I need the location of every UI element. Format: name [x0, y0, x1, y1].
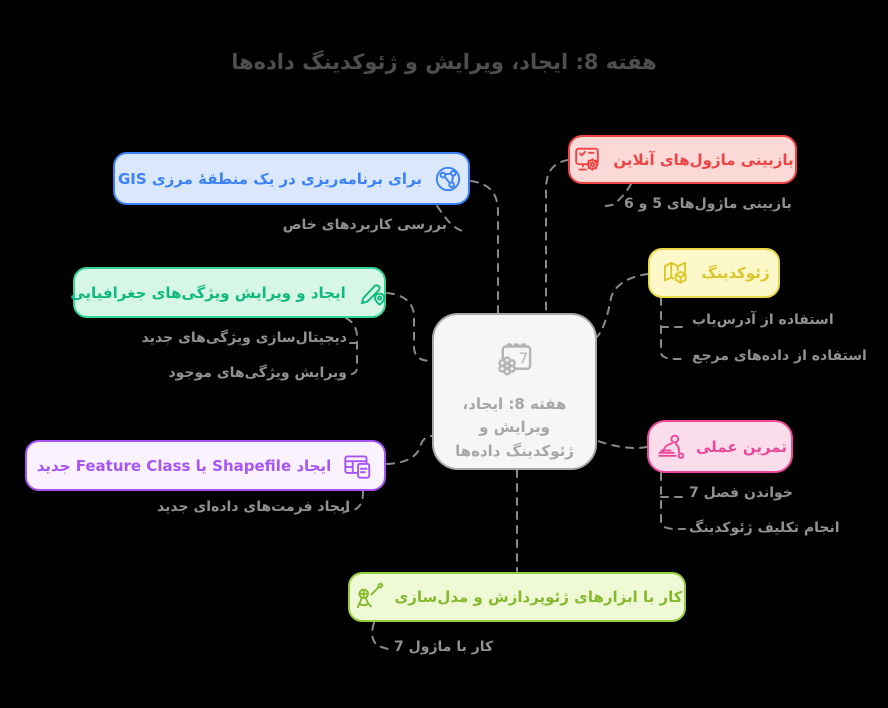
center-node: 7 هفته 8: ایجاد، ویرایش و ژئوکدینگ داده‌… [432, 313, 597, 470]
table-document-icon [340, 449, 374, 483]
child-label-special-applications: بررسی کاربردهای خاص [282, 217, 447, 233]
branch-node-review-online-modules: بازبینی ماژول‌های آنلاین [568, 135, 797, 184]
branch-label: کار با ابزارهای ژئوپردازش و مدل‌سازی [394, 588, 683, 606]
center-label: هفته 8: ایجاد، ویرایش و ژئوکدینگ داده‌ها [455, 395, 574, 460]
child-label-edit-existing-features: ویرایش ویژگی‌های موجود [168, 365, 347, 381]
branch-label: ایجاد Shapefile یا Feature Class جدید [36, 456, 332, 475]
branch-node-geocoding: ژئوکدینگ [648, 248, 780, 298]
branch-label: بازبینی ماژول‌های آنلاین [613, 150, 794, 169]
branch-label: ایجاد و ویرایش ویژگی‌های جغرافیایی [70, 283, 346, 302]
calendar-number: 7 [518, 349, 528, 367]
branch-node-geoprocessing-modeling-tools: کار با ابزارهای ژئوپردازش و مدل‌سازی [348, 572, 686, 622]
pencil-location-pin-icon [355, 276, 389, 310]
child-label-reference-data: استفاده از داده‌های مرجع [692, 348, 867, 364]
mindmap-title: هفته 8: ایجاد، ویرایش و ژئوکدینگ داده‌ها [231, 50, 657, 74]
branch-node-gis-border-region: برای برنامه‌ریزی در یک منطقهٔ مرزی GIS [113, 152, 470, 205]
child-label-review-modules-5-6: بازبینی ماژول‌های 5 و 6 [624, 196, 792, 212]
child-label-work-with-module-7: کار با ماژول 7 [394, 639, 494, 655]
monitor-checklist-gear-icon [571, 143, 604, 176]
branch-label: ژئوکدینگ [701, 264, 770, 282]
child-label-digitize-new-features: دیجیتال‌سازی ویژگی‌های جدید [141, 330, 347, 346]
map-cube-icon [658, 256, 692, 290]
calendar-gear-icon: 7 [488, 335, 542, 385]
drafting-compass-icon [352, 580, 386, 614]
globe-network-icon [431, 162, 465, 196]
child-label-new-data-formats: ایجاد فرمت‌های داده‌ای جدید [157, 499, 350, 515]
branch-label: تمرین عملی [696, 437, 787, 456]
branch-node-create-edit-geo-features: ایجاد و ویرایش ویژگی‌های جغرافیایی [70, 267, 389, 318]
branch-node-hands-on-practice: تمرین عملی [647, 420, 793, 473]
person-reading-desk-icon [653, 430, 687, 464]
child-label-address-locator: استفاده از آدرس‌یاب [692, 312, 834, 328]
branch-label: برای برنامه‌ریزی در یک منطقهٔ مرزی GIS [117, 169, 423, 188]
child-label-read-chapter-7: خواندن فصل 7 [689, 485, 793, 501]
child-label-geocoding-assignment: انجام تکلیف ژئوکدینگ [689, 520, 840, 536]
branch-node-new-shapefile-featureclass: ایجاد Shapefile یا Feature Class جدید [25, 440, 386, 491]
